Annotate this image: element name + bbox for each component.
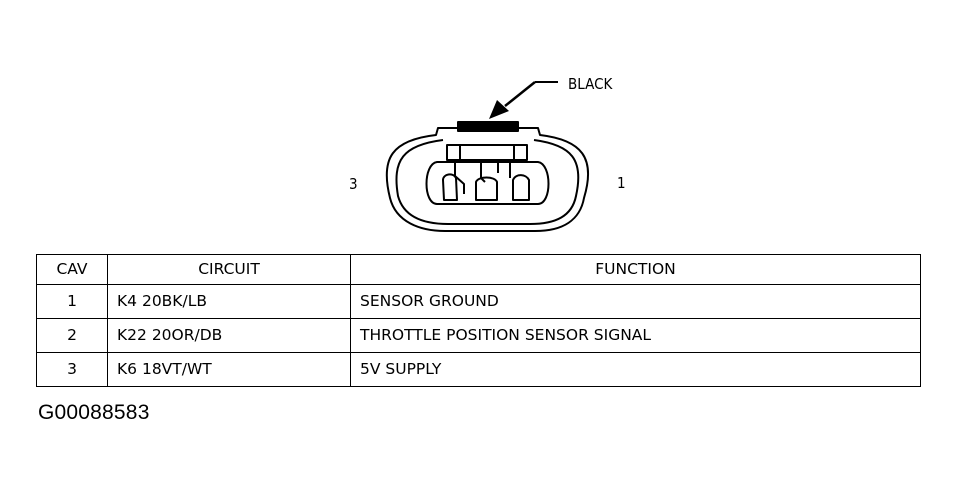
connector-diagram: BLACK 3 1: [349, 75, 626, 232]
terminal-3: [442, 173, 458, 201]
terminal-cavity: [425, 161, 550, 205]
cell-function: 5V SUPPLY: [350, 352, 921, 387]
cell-function: SENSOR GROUND: [350, 284, 921, 319]
header-cav: CAV: [36, 254, 108, 285]
table-header-row: CAV CIRCUIT FUNCTION: [36, 254, 921, 285]
cell-cav: 3: [36, 352, 108, 387]
cell-circuit: K4 20BK/LB: [107, 284, 351, 319]
cell-cav: 2: [36, 318, 108, 353]
cavity-label-1: 1: [617, 174, 626, 192]
terminal-2: [475, 176, 498, 201]
cell-cav: 1: [36, 284, 108, 319]
table-row: 1 K4 20BK/LB SENSOR GROUND: [36, 284, 921, 319]
locking-tab: [457, 121, 519, 132]
table-row: 2 K22 20OR/DB THROTTLE POSITION SENSOR S…: [36, 318, 921, 353]
connector-outer-shell: [385, 127, 589, 232]
connector-face: [385, 121, 589, 232]
connector-inner-shell: [395, 139, 580, 225]
black-leader-arrow: [489, 81, 558, 119]
header-circuit: CIRCUIT: [107, 254, 351, 285]
cavity-label-3: 3: [349, 175, 358, 193]
terminal-1: [512, 174, 530, 201]
connector-color-label: BLACK: [568, 75, 614, 93]
figure-id: G00088583: [38, 401, 150, 424]
cell-circuit: K6 18VT/WT: [107, 352, 351, 387]
cell-circuit: K22 20OR/DB: [107, 318, 351, 353]
pinout-table: CAV CIRCUIT FUNCTION 1 K4 20BK/LB SENSOR…: [36, 254, 921, 387]
header-function: FUNCTION: [350, 254, 921, 285]
latch-housing: [446, 144, 528, 161]
cell-function: THROTTLE POSITION SENSOR SIGNAL: [350, 318, 921, 353]
table-row: 3 K6 18VT/WT 5V SUPPLY: [36, 352, 921, 387]
